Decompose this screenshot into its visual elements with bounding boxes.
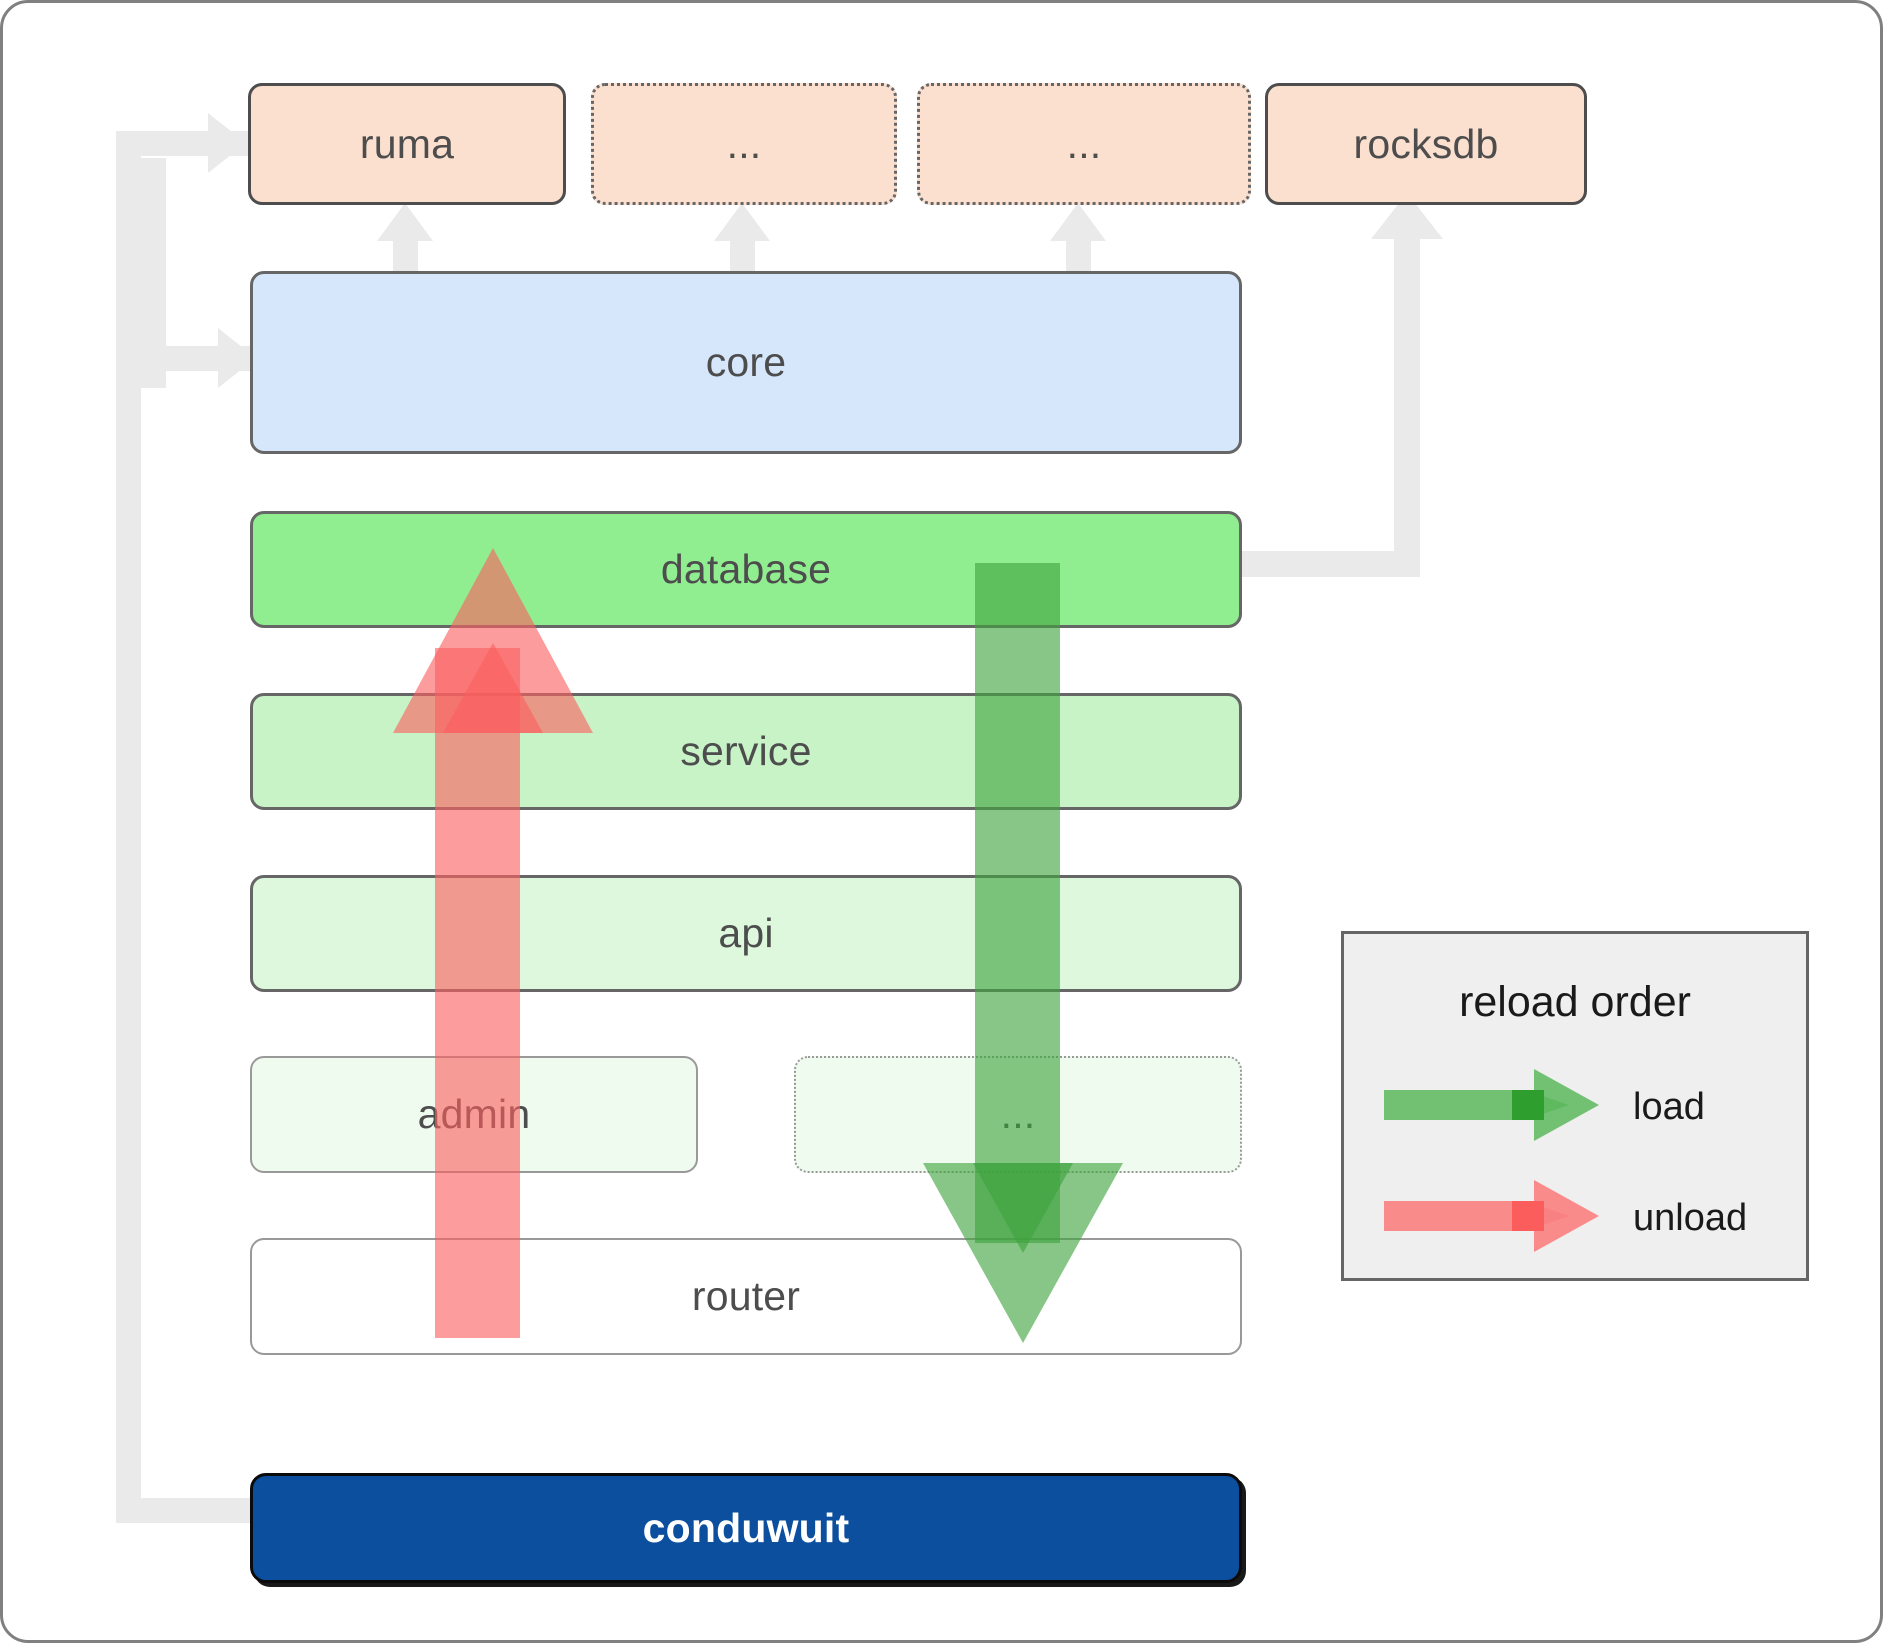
- layer-label-database: database: [660, 546, 832, 592]
- connector-conduwuit-to-ruma-bottom: [116, 1498, 256, 1523]
- legend-panel: reload order load u: [1341, 931, 1809, 1281]
- layer-box-router[interactable]: router: [250, 1238, 1242, 1355]
- connector-database-to-rocksdb-vertical: [1394, 233, 1420, 577]
- legend-label-unload: unload: [1633, 1196, 1748, 1239]
- dependency-box-rocksdb[interactable]: rocksdb: [1265, 83, 1587, 205]
- connector-conduwuit-to-ruma-vertical: [116, 143, 141, 1523]
- connector-arrow-into-dots2-from-core: [1050, 203, 1106, 241]
- layer-label-api: api: [718, 910, 774, 956]
- connector-database-to-rocksdb-horizontal: [1233, 551, 1413, 577]
- unload-legend-icon: [1384, 1176, 1599, 1261]
- legend-row-load: load: [1384, 1059, 1786, 1155]
- root-label-conduwuit: conduwuit: [642, 1504, 850, 1551]
- connector-arrow-into-ruma-from-core: [377, 203, 433, 241]
- layer-label-core: core: [705, 339, 787, 385]
- layer-box-core[interactable]: core: [250, 271, 1242, 454]
- layer-label-service: service: [680, 728, 812, 774]
- dependency-box-ruma[interactable]: ruma: [248, 83, 566, 205]
- unload-flow-arrow: [393, 548, 593, 1338]
- dependency-label-ruma: ruma: [359, 120, 455, 167]
- dependency-box-dots2[interactable]: ...: [917, 83, 1251, 205]
- legend-title: reload order: [1459, 978, 1691, 1026]
- load-flow-arrow: [923, 563, 1123, 1343]
- legend-label-load: load: [1633, 1085, 1705, 1128]
- legend-row-unload: unload: [1384, 1170, 1786, 1266]
- unload-arrow-shaft: [435, 648, 520, 1338]
- connector-arrow-into-ruma: [208, 113, 246, 173]
- layer-label-router: router: [691, 1273, 801, 1319]
- connector-arrow-into-core: [218, 328, 256, 388]
- dependency-box-dots1[interactable]: ...: [591, 83, 897, 205]
- dependency-label-rocksdb: rocksdb: [1353, 120, 1499, 167]
- load-arrow-shaft: [975, 563, 1060, 1243]
- dependency-label-dots1: ...: [726, 120, 762, 167]
- dependency-label-dots2: ...: [1066, 120, 1102, 167]
- root-box-conduwuit[interactable]: conduwuit: [250, 1473, 1242, 1583]
- connector-arrow-into-dots1-from-core: [714, 203, 770, 241]
- load-legend-icon: [1384, 1065, 1599, 1150]
